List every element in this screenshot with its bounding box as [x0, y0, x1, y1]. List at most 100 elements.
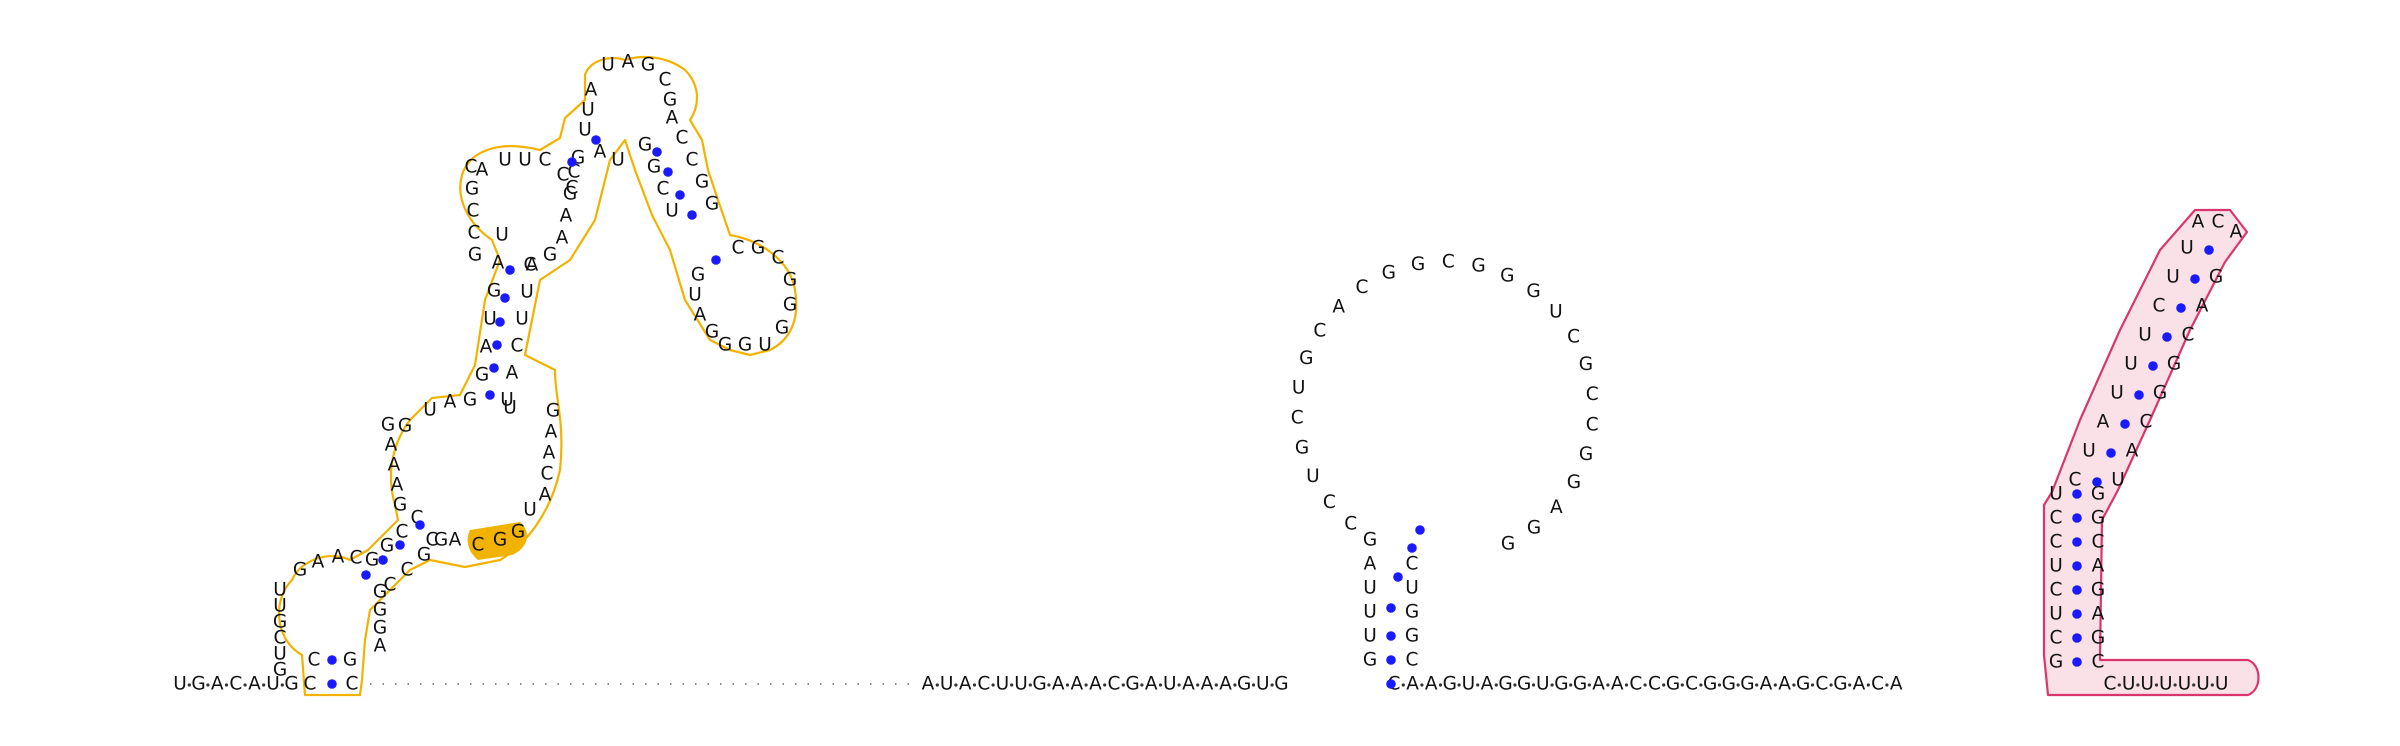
nucleotide-left: G	[398, 416, 412, 437]
nucleotide-linker: G	[1740, 674, 1754, 695]
backbone-link	[1773, 683, 1777, 687]
nucleotide-mid-loop: G	[1501, 533, 1515, 554]
base-pair-dot	[2120, 419, 2130, 429]
base-pair-dot	[591, 135, 601, 145]
nucleotide-left: G	[468, 245, 482, 266]
nucleotide-left: C	[472, 535, 485, 556]
nucleotide-left: G	[695, 172, 709, 193]
nucleotide-left: C	[308, 650, 321, 671]
nucleotide-linker: A	[1052, 674, 1065, 695]
nucleotide-left: G	[511, 522, 525, 543]
base-pair-dot	[2072, 585, 2082, 595]
nucleotide-left: U	[523, 500, 537, 521]
nucleotide-left: A	[545, 422, 558, 443]
nucleotide-linker: G	[1703, 674, 1717, 695]
base-pair-dot	[1386, 679, 1396, 689]
backbone-link	[1587, 683, 1591, 687]
base-pair-dot	[711, 255, 721, 265]
nucleotide-left: G	[638, 135, 652, 156]
nucleotide-linker: A	[922, 674, 935, 695]
nucleotide-left: G	[775, 318, 789, 339]
backbone-link	[1103, 683, 1107, 687]
nucleotide-5p: A	[211, 674, 224, 695]
backbone-link	[991, 683, 995, 687]
base-pair-dot	[2190, 274, 2200, 284]
pink-domain-outline	[2042, 208, 2260, 697]
backbone-link	[2210, 683, 2214, 687]
base-pair-dot	[2072, 633, 2082, 643]
nucleotide-linker: U	[940, 674, 954, 695]
backbone-link	[243, 683, 247, 687]
nucleotide-left: C	[401, 560, 414, 581]
backbone-link	[2192, 683, 2196, 687]
nucleotide-right: U	[2049, 556, 2063, 577]
backbone-link	[1065, 683, 1070, 687]
nucleotide-right: U	[2166, 267, 2180, 288]
base-pair-dot	[2134, 390, 2144, 400]
nucleotide-linker: C	[1629, 674, 1642, 695]
nucleotide-left: A	[391, 475, 404, 496]
gold-domain-outline	[278, 55, 798, 697]
backbone-link	[1196, 683, 1200, 687]
nucleotide-mid-stem: G	[1405, 626, 1419, 647]
nucleotide-right: C	[2050, 580, 2063, 601]
nucleotide-3p-tail: U	[2140, 674, 2154, 695]
nucleotide-5p: A	[248, 674, 261, 695]
nucleotide-linker: G	[1554, 674, 1568, 695]
nucleotide-right: U	[2180, 238, 2194, 259]
nucleotide-mid-loop: C	[1344, 514, 1357, 535]
base-pair-dot	[485, 390, 495, 400]
backbone-link	[954, 683, 958, 687]
nucleotide-linker: A	[1481, 674, 1494, 695]
nucleotide-left: A	[312, 552, 325, 573]
nucleotide-mid-stem: G	[1363, 530, 1377, 551]
nucleotide-linker: U	[1536, 674, 1550, 695]
nucleotide-left: U	[578, 120, 592, 141]
nucleotide-linker: A	[1890, 674, 1903, 695]
nucleotide-linker: G	[1274, 674, 1288, 695]
nucleotide-left: A	[585, 80, 598, 101]
nucleotide-left: G	[293, 560, 307, 581]
nucleotide-left: G	[373, 582, 387, 603]
nucleotide-left: G	[273, 660, 287, 681]
base-pairs	[327, 135, 2214, 689]
nucleotide-left: G	[705, 322, 719, 343]
nucleotide-left: G	[463, 390, 477, 411]
nucleotide-mid-loop: G	[1567, 472, 1581, 493]
nucleotide-left: G	[691, 265, 705, 286]
backbone-link	[1028, 683, 1032, 687]
nucleotide-right: A	[2192, 212, 2205, 233]
base-pair-dot	[505, 265, 515, 275]
nucleotide-linker: G	[1498, 674, 1512, 695]
backbone-link	[972, 683, 977, 687]
backbone-link	[1736, 683, 1740, 687]
nucleotide-3p-tail: U	[2215, 674, 2229, 695]
nucleotide-left: C	[346, 674, 359, 695]
nucleotide-left: G	[381, 415, 395, 436]
base-pair-dot	[327, 655, 337, 665]
nucleotide-left: A	[539, 485, 552, 506]
nucleotide-left: G	[487, 281, 501, 302]
nucleotide-left: C	[676, 128, 689, 149]
nucleotide-left: G	[393, 495, 407, 516]
nucleotide-left: C	[686, 150, 699, 171]
nucleotide-left: A	[556, 228, 569, 249]
nucleotide-left: A	[332, 547, 345, 568]
nucleotide-mid-loop: C	[1586, 384, 1599, 405]
nucleotide-linker: G	[1032, 674, 1046, 695]
nucleotide-right: C	[2092, 532, 2105, 553]
nucleotide-right: C	[2182, 325, 2195, 346]
nucleotide-linker: G	[1573, 674, 1587, 695]
nucleotide-left: A	[694, 305, 707, 326]
nucleotide-3p-tail: C	[2104, 674, 2117, 695]
backbone-link	[1270, 683, 1274, 687]
nucleotide-right: A	[2097, 412, 2110, 433]
nucleotide-linker: G	[1443, 674, 1457, 695]
nucleotide-mid-stem: C	[1406, 650, 1419, 671]
highlighted-segment	[467, 522, 527, 560]
linker-right: CAAGUAGGUGGAACCGCGGGAAGCGACA	[1388, 674, 1903, 695]
nucleotide-left: G	[663, 90, 677, 111]
nucleotide-left: C	[511, 336, 524, 357]
nucleotide-linker: U	[1014, 674, 1028, 695]
